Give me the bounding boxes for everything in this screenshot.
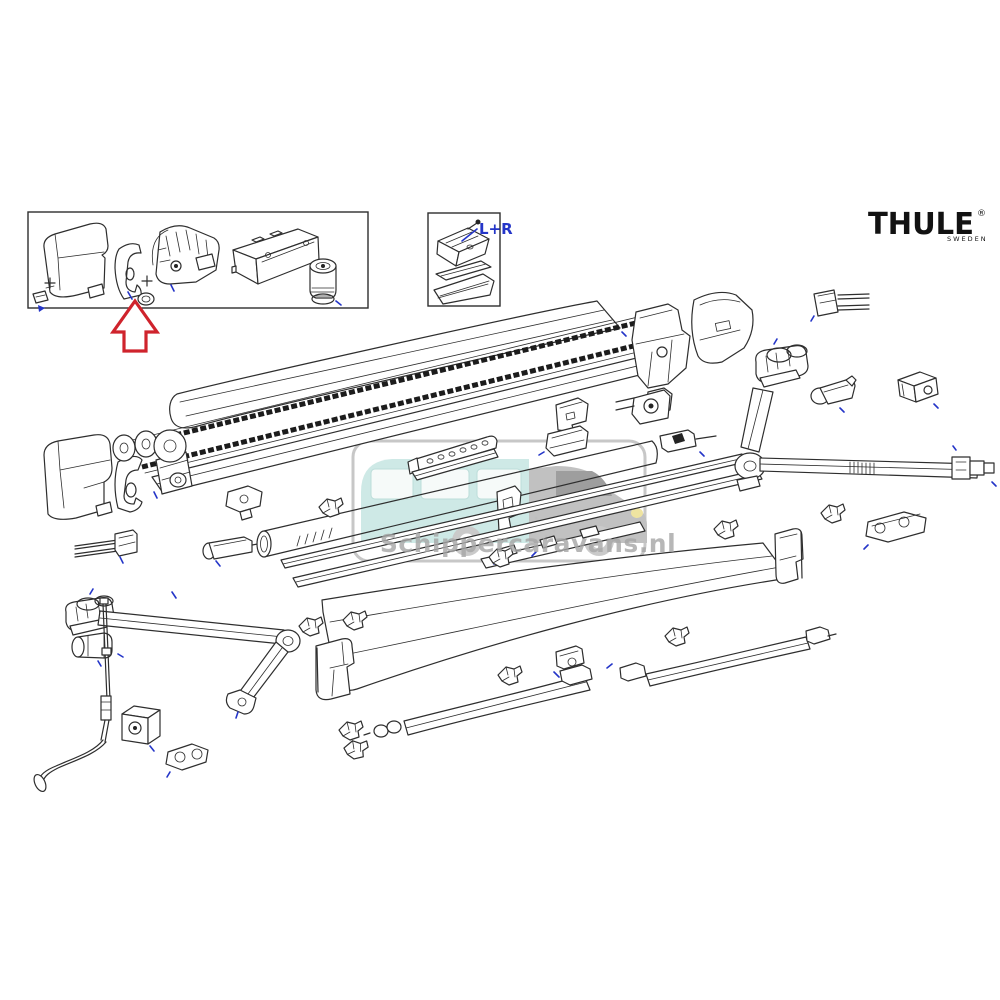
fixing-clip: [713, 519, 739, 540]
arm-forearm-tube: [759, 457, 979, 479]
motor-mount-bracket: [538, 425, 589, 457]
t-bracket: [863, 511, 927, 550]
lr-label: L+R: [479, 220, 513, 238]
red-callout-arrow: [109, 298, 161, 353]
pulley-discs: [112, 430, 158, 462]
arm-profile-left: [338, 663, 613, 761]
brand-country: SWEDEN: [947, 235, 988, 243]
arm-shoulder-joint: [755, 338, 809, 388]
mount-fork: [74, 529, 138, 564]
small-clip-part: [32, 290, 49, 312]
fixing-clip: [318, 497, 344, 518]
watermark-text: Schippercaravans.nl: [380, 529, 676, 558]
blue-arrow-mark: [38, 305, 45, 312]
fixing-clip: [298, 616, 324, 637]
left-curved-bracket: [114, 455, 143, 513]
arm-foot: [225, 689, 257, 719]
arm-end-fitting: [951, 445, 997, 487]
tension-indicator: [849, 461, 875, 475]
roller-end-adapter: [659, 429, 717, 457]
plus-sign: [141, 275, 153, 287]
detail-box-frame: [27, 211, 369, 309]
highlighted-bracket-part: [114, 243, 142, 300]
thule-logo: THULE ® SWEDEN: [868, 207, 988, 243]
fixing-clip: [497, 665, 523, 686]
gear-bracket: [615, 389, 671, 425]
lead-rail-end-cap-left: [315, 638, 355, 701]
corner-bracket: [225, 485, 263, 521]
lr-cover-strip: [433, 273, 495, 305]
fixing-clip: [820, 503, 846, 524]
rail-bracket: [553, 645, 585, 678]
registered-mark: ®: [977, 209, 986, 219]
fixing-clip: [664, 626, 690, 647]
arm-profile-right: [619, 626, 837, 687]
seal-strip: [141, 336, 667, 474]
led-strip: [407, 435, 499, 481]
brand-name: THULE: [868, 207, 974, 242]
arm-knuckle: [897, 371, 939, 409]
left-end-cap: [43, 434, 113, 520]
seal-strip: [123, 315, 645, 450]
plus-sign: [44, 277, 56, 289]
control-box-part: [231, 228, 320, 285]
support-rail: [292, 469, 763, 588]
gear-unit: [153, 429, 193, 499]
lr-cover-strip: [435, 260, 492, 281]
detail-box-frame: [427, 212, 501, 307]
end-cap-part: [43, 222, 109, 299]
angled-bracket: [165, 743, 209, 778]
lead-rail-end-cap-right: [774, 528, 804, 584]
small-cylinder-part: [137, 292, 155, 306]
gearbox-part: [121, 705, 161, 752]
motor-adapter-cylinder: [309, 258, 342, 306]
left-spring-arm: [65, 588, 301, 719]
camper-window: [370, 468, 414, 500]
instruction-sheet: [555, 397, 589, 433]
motor-gear-assembly: [151, 225, 220, 292]
detail-box-motor-kit: [27, 211, 369, 312]
axle-connector: [202, 536, 265, 567]
detail-box-lr: L+R: [427, 212, 513, 307]
camper-headlight: [631, 508, 643, 518]
arm-elbow-joint: [734, 452, 766, 492]
lead-rail: [321, 542, 790, 691]
right-spring-arm: [734, 338, 997, 492]
lr-leader-line: [461, 228, 478, 242]
cassette-top-cover: [169, 300, 621, 429]
crank-handle: [33, 597, 124, 793]
right-inner-bracket: [621, 303, 691, 389]
arm-upper-tube: [740, 387, 774, 453]
wall-fork-bracket: [810, 289, 870, 322]
right-end-cap: [691, 291, 754, 364]
arm-knuckle: [810, 375, 857, 413]
